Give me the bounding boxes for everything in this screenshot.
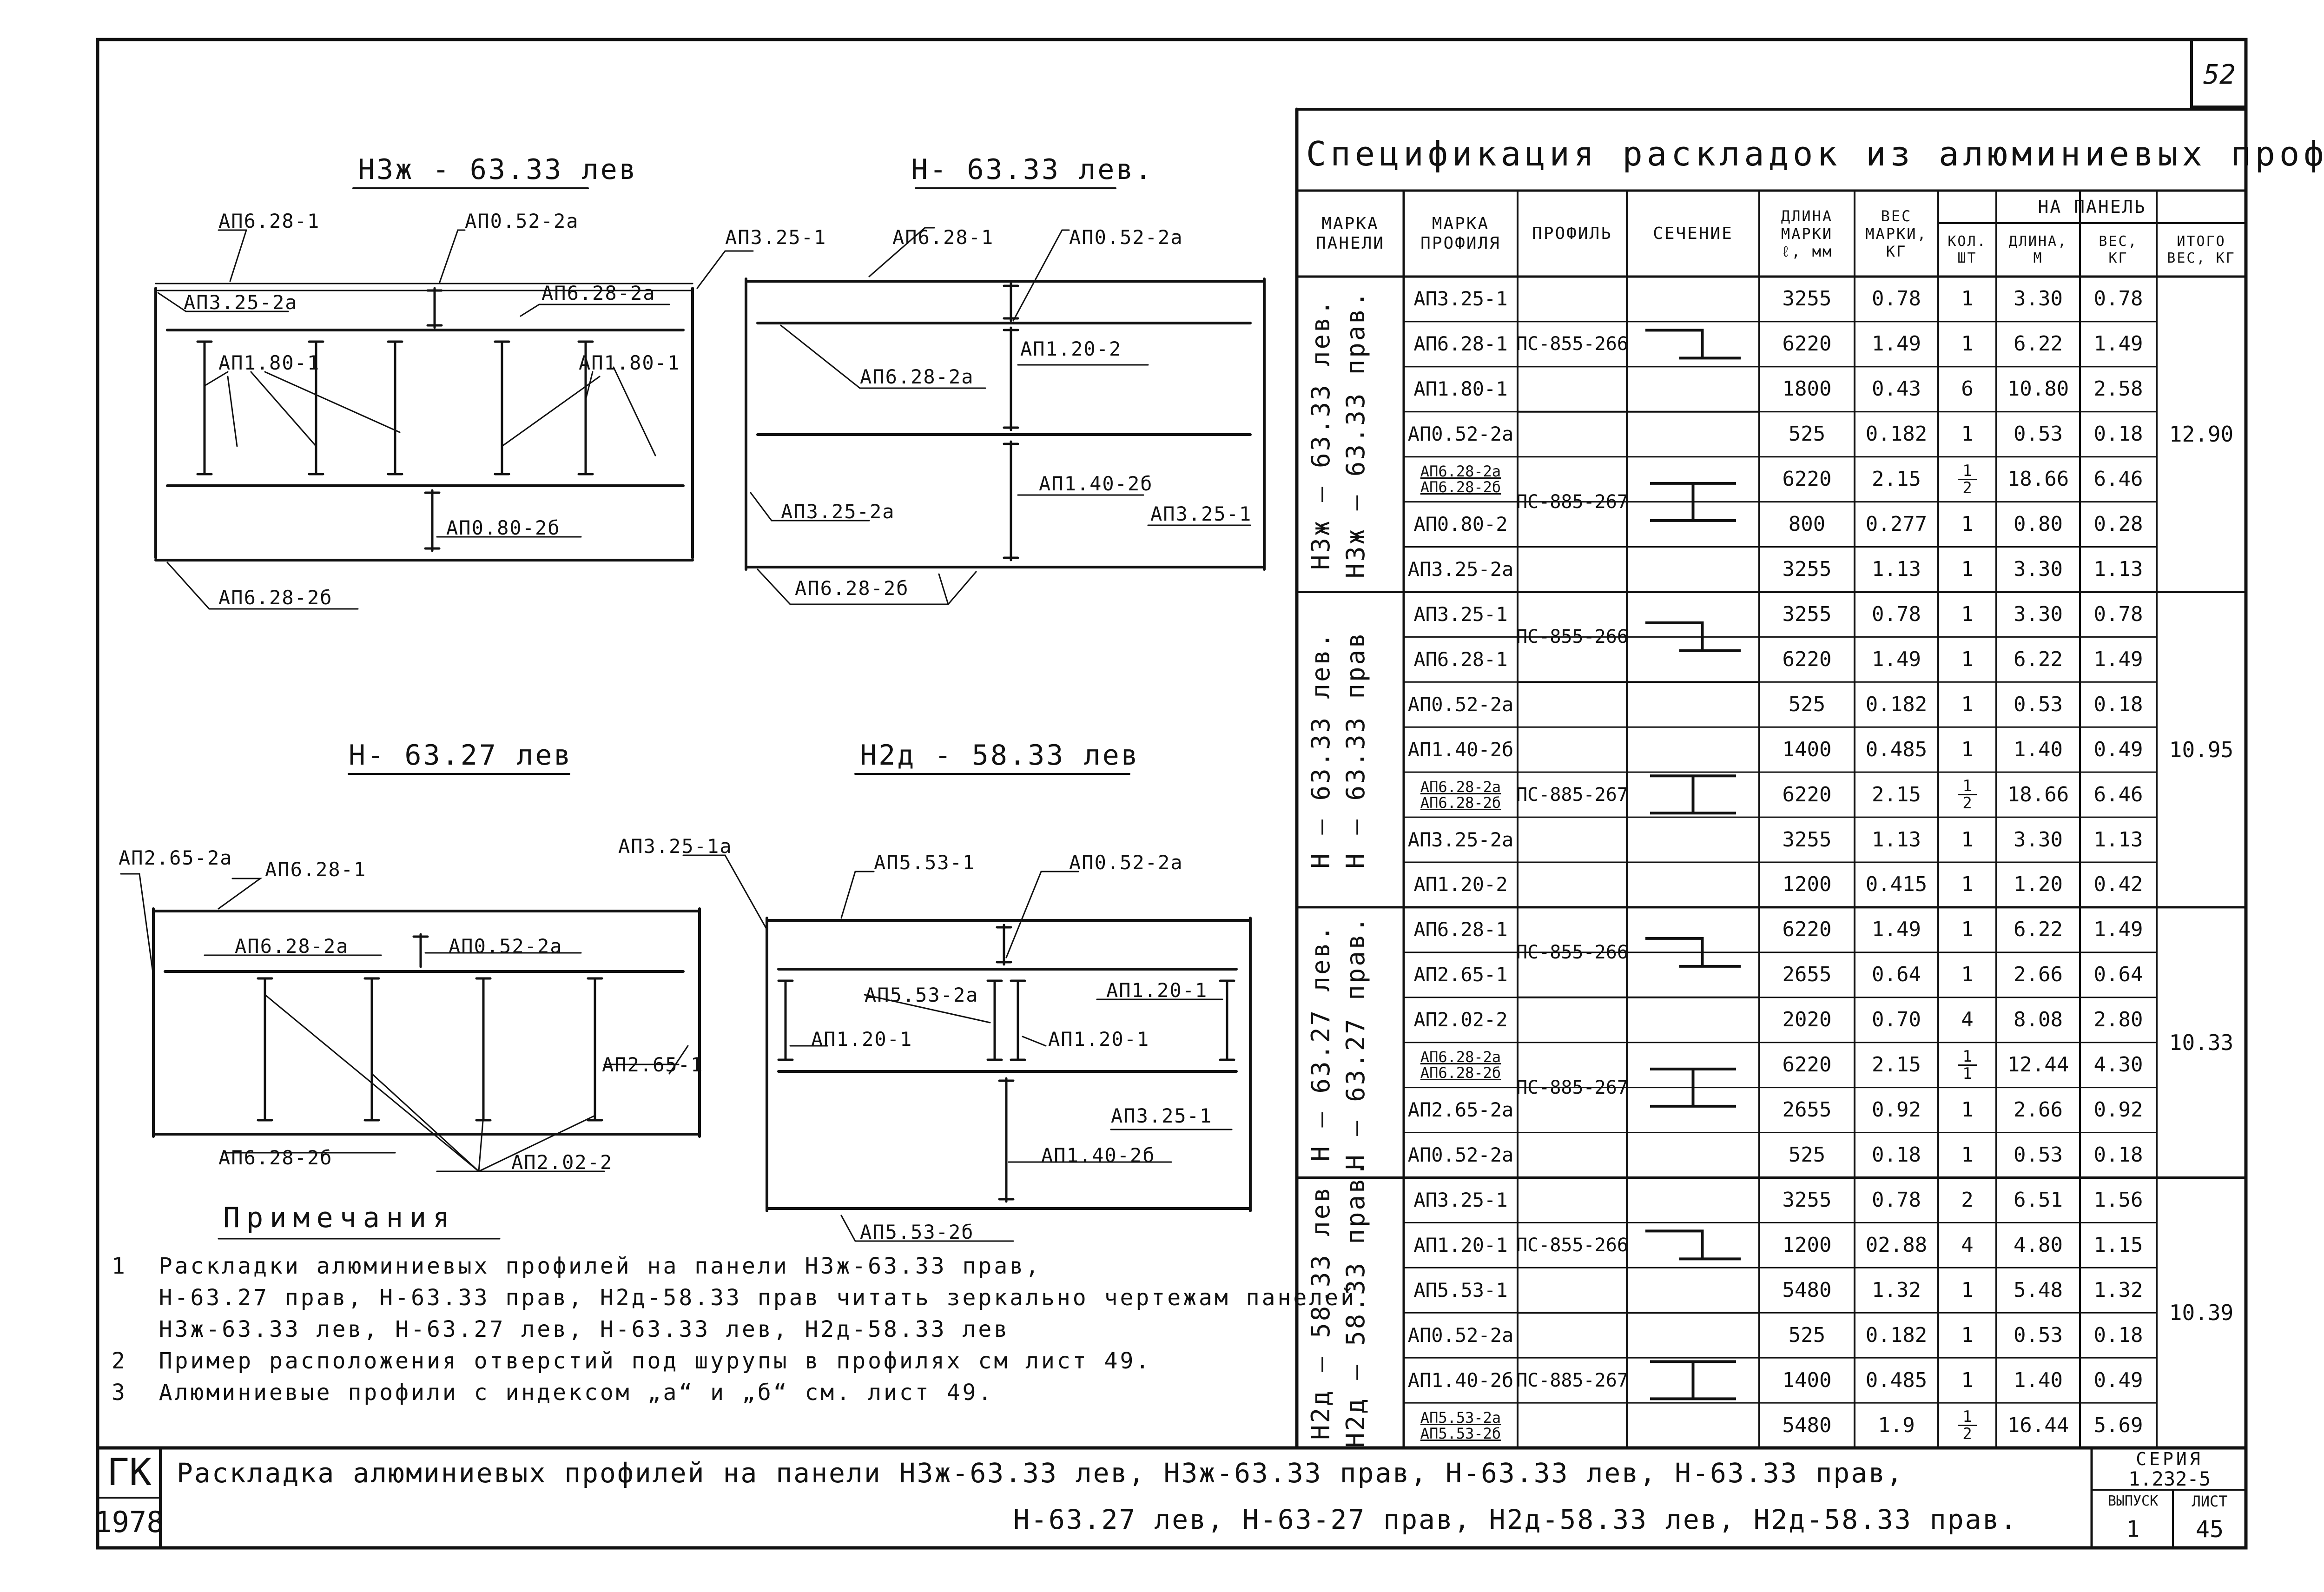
drawing-1 xyxy=(154,187,754,610)
drawing-4 xyxy=(682,773,1252,1242)
spec-table-grid xyxy=(1295,107,2247,1450)
drawing-2 xyxy=(745,187,1266,605)
drawing-3 xyxy=(120,773,701,1172)
sheet-border xyxy=(96,38,2248,1550)
